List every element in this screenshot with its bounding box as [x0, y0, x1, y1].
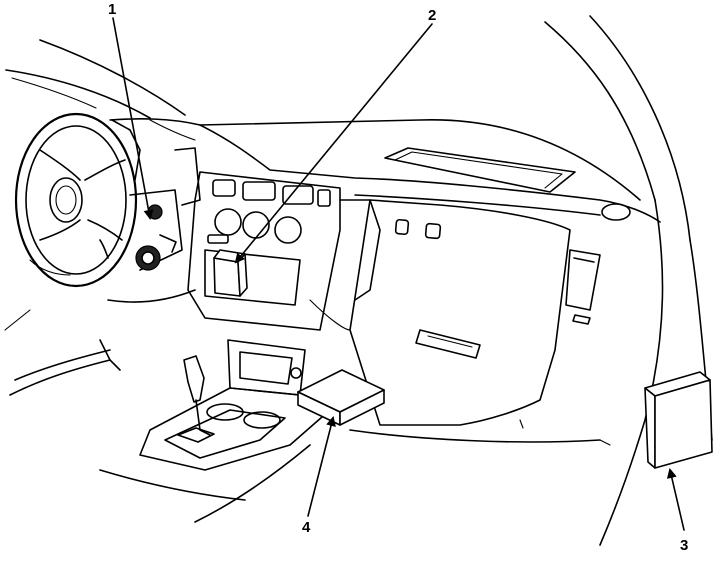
center-console	[99, 339, 331, 523]
windshield-frame	[5, 15, 691, 241]
door-frame-right	[599, 199, 713, 546]
glove-box-area	[309, 194, 601, 443]
callout-labels: 1 2 3 4	[108, 1, 688, 554]
callout-leaders	[112, 17, 685, 531]
leader-4	[307, 416, 336, 517]
callout-1: 1	[108, 1, 116, 18]
center-stack	[187, 171, 341, 331]
control-unit-3	[644, 371, 713, 469]
callout-4: 4	[302, 519, 311, 536]
steering-wheel	[14, 112, 138, 288]
lower-dash-left	[4, 289, 196, 396]
leader-2	[234, 23, 433, 264]
callout-2: 2	[428, 7, 436, 24]
callout-3: 3	[680, 537, 688, 554]
leader-1	[112, 17, 154, 220]
steering-column	[111, 119, 201, 271]
control-unit-4	[297, 369, 385, 426]
dashboard-top	[109, 118, 661, 223]
leader-3	[666, 468, 685, 531]
